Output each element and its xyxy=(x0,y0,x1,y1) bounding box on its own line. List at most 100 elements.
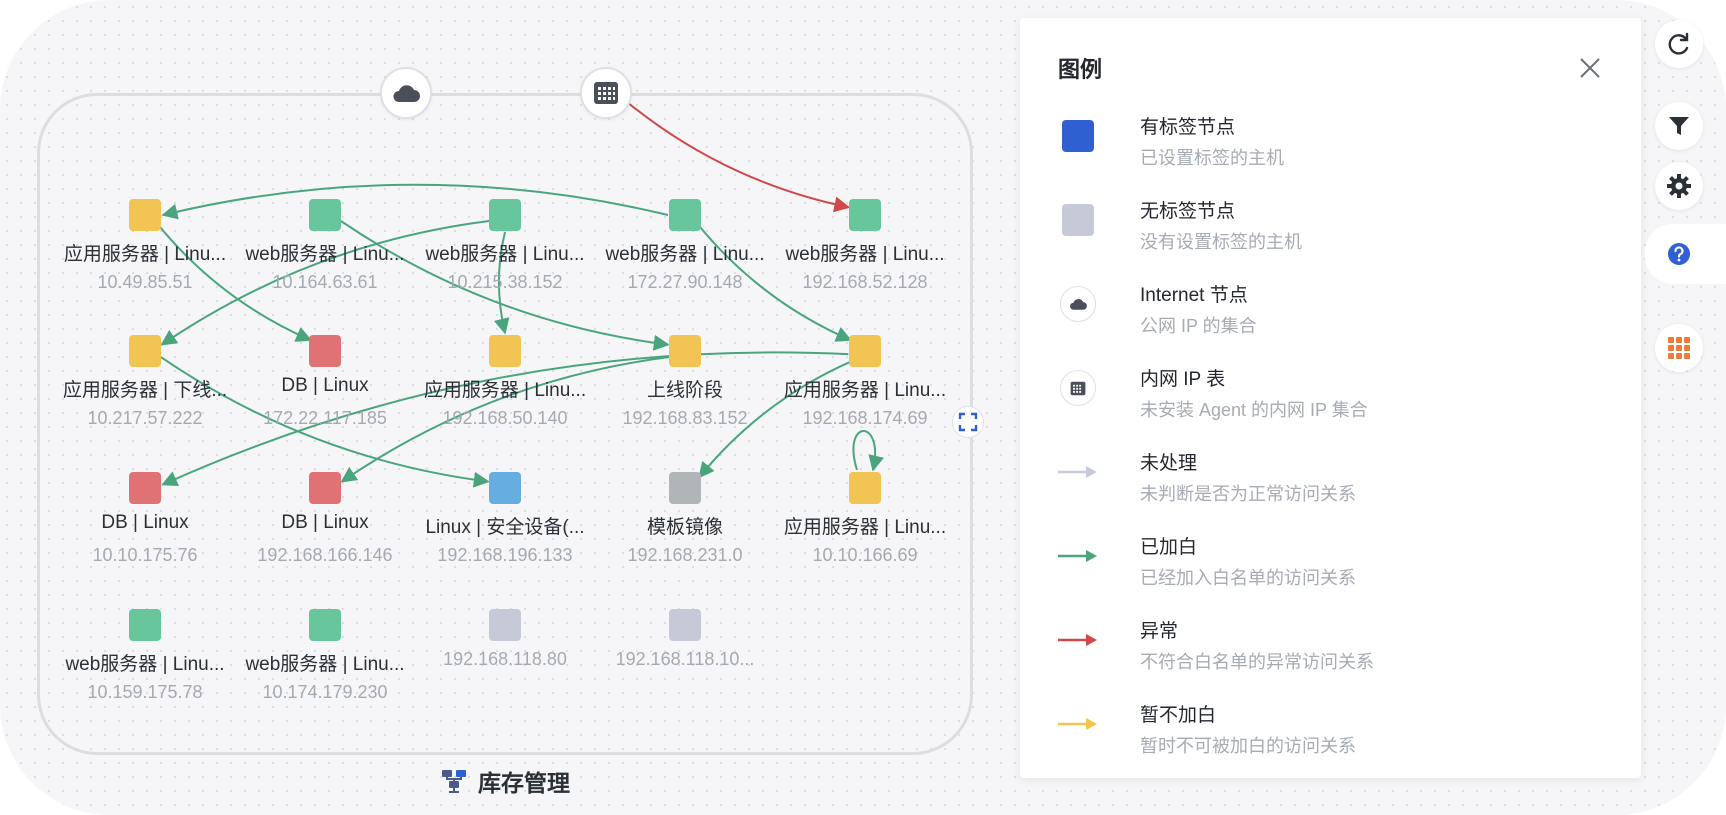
legend-item-unprocessed: 未处理 未判断是否为正常访问关系 xyxy=(1058,452,1618,522)
internet-node-swatch xyxy=(1058,284,1098,324)
legend-label: 无标签节点 xyxy=(1140,201,1236,222)
host-node-name: 应用服务器 | Linu... xyxy=(423,380,587,401)
host-node-ip: 10.10.166.69 xyxy=(812,545,918,565)
host-node-ip: 192.168.166.146 xyxy=(257,545,393,565)
host-node-name: 应用服务器 | Linu... xyxy=(783,380,947,401)
legend-desc: 不符合白名单的异常访问关系 xyxy=(1140,652,1374,672)
host-node-name: DB | Linux xyxy=(281,512,369,533)
tagged-node-swatch xyxy=(1058,116,1098,156)
host-node-name: web服务器 | Linu... xyxy=(785,244,945,265)
host-node-name: Linux | 安全设备(... xyxy=(425,517,585,538)
legend-label: 已加白 xyxy=(1140,537,1198,558)
legend-label: 内网 IP 表 xyxy=(1140,369,1226,390)
group-title: 库存管理 xyxy=(478,770,570,796)
legend-label: 有标签节点 xyxy=(1140,117,1236,138)
host-node-ip: 172.22.117.185 xyxy=(263,408,387,428)
unprocessed-arrow-icon xyxy=(1058,452,1098,492)
legend-item-whitelisted: 已加白 已经加入白名单的访问关系 xyxy=(1058,536,1618,606)
legend-desc: 未判断是否为正常访问关系 xyxy=(1140,484,1356,504)
host-node-icon[interactable] xyxy=(849,199,881,231)
host-node-icon[interactable] xyxy=(669,609,701,641)
side-toolbar xyxy=(1645,18,1726,778)
host-node-ip: 172.27.90.148 xyxy=(627,272,743,292)
host-node-icon[interactable] xyxy=(309,199,341,231)
intranet-node-swatch xyxy=(1058,368,1098,408)
cloud-icon xyxy=(393,85,420,102)
host-node-icon[interactable] xyxy=(489,335,521,367)
host-node-icon[interactable] xyxy=(669,199,701,231)
intranet-node[interactable] xyxy=(580,67,632,119)
host-node-name: 应用服务器 | 下线... xyxy=(62,380,228,401)
legend-label: 暂不加白 xyxy=(1140,705,1217,726)
filter-icon xyxy=(1669,117,1689,135)
network-icon xyxy=(442,770,466,793)
refresh-button[interactable] xyxy=(1655,20,1703,68)
host-node-ip: 10.215.38.152 xyxy=(447,272,563,292)
host-node-icon[interactable] xyxy=(129,199,161,231)
host-node-ip: 192.168.231.0 xyxy=(627,545,743,565)
legend-desc: 未安装 Agent 的内网 IP 集合 xyxy=(1140,400,1368,420)
host-node-icon[interactable] xyxy=(489,472,521,504)
host-node-ip: 10.10.175.76 xyxy=(92,545,198,565)
host-node-icon[interactable] xyxy=(129,472,161,504)
host-node-ip: 10.217.57.222 xyxy=(87,408,203,428)
host-node-ip: 192.168.83.152 xyxy=(622,408,748,428)
host-node-ip: 192.168.174.69 xyxy=(802,408,928,428)
legend-close-button[interactable] xyxy=(1575,53,1605,83)
host-node-icon[interactable] xyxy=(849,472,881,504)
host-node-icon[interactable] xyxy=(309,609,341,641)
legend-desc: 已设置标签的主机 xyxy=(1140,148,1284,168)
internet-node[interactable] xyxy=(380,67,432,119)
host-node-name: 上线阶段 xyxy=(646,380,723,401)
legend-item-pending: 暂不加白 暂时不可被加白的访问关系 xyxy=(1058,704,1618,774)
grid-table-icon xyxy=(594,82,618,104)
legend-item-untagged: 无标签节点 没有设置标签的主机 xyxy=(1058,200,1618,270)
filter-button[interactable] xyxy=(1655,102,1703,150)
host-node-ip: 192.168.50.140 xyxy=(442,408,568,428)
abnormal-arrow-icon xyxy=(1058,620,1098,660)
host-node-icon[interactable] xyxy=(489,609,521,641)
legend-label: 异常 xyxy=(1140,621,1179,642)
host-node-icon[interactable] xyxy=(849,335,881,367)
host-node-icon[interactable] xyxy=(309,472,341,504)
host-node-ip: 192.168.118.80 xyxy=(443,649,567,669)
cloud-icon xyxy=(1070,299,1087,310)
host-node-icon[interactable] xyxy=(669,335,701,367)
refresh-icon xyxy=(1668,32,1689,55)
host-node-name: web服务器 | Linu... xyxy=(245,654,405,675)
host-node-icon[interactable] xyxy=(489,199,521,231)
group-label: 库存管理 xyxy=(440,764,570,798)
host-node-icon[interactable] xyxy=(129,609,161,641)
grid-icon xyxy=(1668,337,1690,359)
legend-item-abnormal: 异常 不符合白名单的异常访问关系 xyxy=(1058,620,1618,690)
grid-button[interactable] xyxy=(1655,324,1703,372)
host-node-icon[interactable] xyxy=(669,472,701,504)
legend-item-internet: Internet 节点 公网 IP 的集合 xyxy=(1058,284,1618,354)
legend-label: Internet 节点 xyxy=(1140,285,1248,306)
host-node-name: DB | Linux xyxy=(101,512,189,533)
pending-arrow-icon xyxy=(1058,704,1098,744)
help-icon xyxy=(1668,243,1690,265)
host-node-name: web服务器 | Linu... xyxy=(425,244,585,265)
untagged-node-swatch xyxy=(1058,200,1098,240)
expand-button[interactable] xyxy=(952,406,984,438)
host-node-icon[interactable] xyxy=(309,335,341,367)
legend-title: 图例 xyxy=(1058,57,1103,82)
legend-desc: 暂时不可被加白的访问关系 xyxy=(1140,736,1356,756)
host-node-name: web服务器 | Linu... xyxy=(65,654,225,675)
host-node-name: web服务器 | Linu... xyxy=(605,244,765,265)
host-node-name: web服务器 | Linu... xyxy=(245,244,405,265)
expand-icon xyxy=(958,412,978,432)
help-button[interactable] xyxy=(1645,224,1726,284)
settings-button[interactable] xyxy=(1655,162,1703,210)
host-node-icon[interactable] xyxy=(129,335,161,367)
host-node-ip: 10.164.63.61 xyxy=(272,272,378,292)
legend-panel: 图例 有标签节点 已设置标签的主机 无标签节点 没有设置标签的主机 Intern… xyxy=(1020,18,1641,778)
host-node-name: DB | Linux xyxy=(281,375,369,396)
host-node-name: 模板镜像 xyxy=(646,517,723,538)
legend-label: 未处理 xyxy=(1140,453,1198,474)
host-node-ip: 10.49.85.51 xyxy=(97,272,193,292)
legend-item-tagged: 有标签节点 已设置标签的主机 xyxy=(1058,116,1618,186)
host-node-ip: 192.168.52.128 xyxy=(802,272,928,292)
host-node-ip: 192.168.118.10... xyxy=(615,649,755,669)
